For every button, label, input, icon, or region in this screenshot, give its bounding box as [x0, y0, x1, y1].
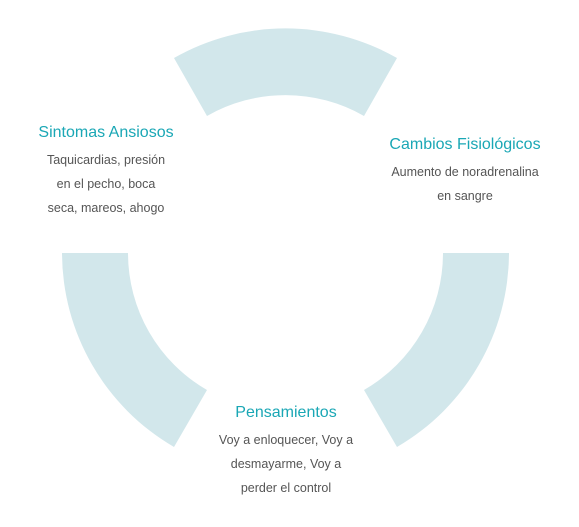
description-line: desmayarme, Voy a — [230, 457, 342, 471]
node-description: Aumento de noradrenalina en sangre — [370, 160, 560, 208]
node-description: Voy a enloquecer, Voy a desmayarme, Voy … — [206, 428, 366, 500]
description-line: Voy a enloquecer, Voy a — [218, 433, 354, 447]
node-cambios-fisiologicos: Cambios Fisiológicos Aumento de noradren… — [370, 135, 560, 208]
description-line: Taquicardias, presión — [46, 153, 166, 167]
node-title: Cambios Fisiológicos — [389, 136, 541, 153]
description-line: seca, mareos, ahogo — [47, 201, 165, 215]
description-line: Aumento de noradrenalina — [391, 165, 539, 179]
description-line: perder el control — [240, 481, 332, 495]
node-pensamientos: Pensamientos Voy a enloquecer, Voy a des… — [206, 403, 366, 500]
description-line: en el pecho, boca — [56, 177, 156, 191]
node-title: Pensamientos — [235, 404, 337, 421]
node-description: Taquicardias, presión en el pecho, boca … — [26, 148, 186, 220]
description-line: en sangre — [437, 189, 493, 203]
cycle-segment-top — [174, 28, 397, 117]
node-title: Sintomas Ansiosos — [38, 124, 174, 141]
cycle-segment-right — [364, 253, 509, 447]
node-sintomas-ansiosos: Sintomas Ansiosos Taquicardias, presión … — [26, 123, 186, 220]
cycle-segment-left — [62, 253, 207, 447]
